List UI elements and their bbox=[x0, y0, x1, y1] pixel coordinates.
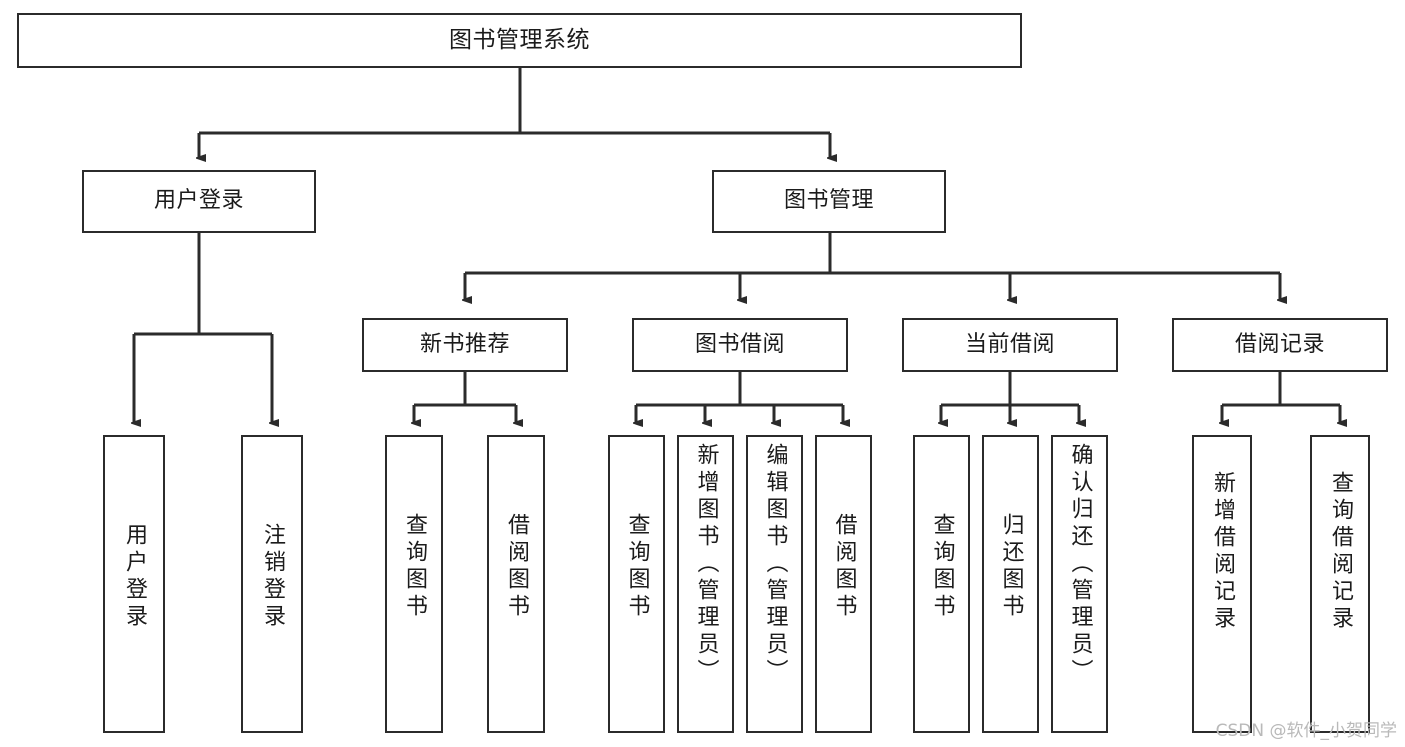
node-leaf-add-book[interactable]: 新增图书（管理员） bbox=[677, 435, 734, 733]
csdn-watermark: CSDN @软件_小贺同学 bbox=[1215, 721, 1397, 741]
node-leaf-logout-login[interactable]: 注销登录 bbox=[241, 435, 303, 733]
node-leaf-return-book[interactable]: 归还图书 bbox=[982, 435, 1039, 733]
node-root-label: 图书管理系统 bbox=[449, 26, 590, 53]
node-book-management-label: 图书管理 bbox=[783, 188, 874, 214]
node-leaf-add-borrow-record-label: 新增借阅记录 bbox=[1210, 471, 1235, 633]
node-leaf-query-book-1-label: 查询图书 bbox=[402, 513, 427, 621]
node-new-book-recommend-label: 新书推荐 bbox=[419, 331, 510, 357]
node-leaf-user-login[interactable]: 用户登录 bbox=[103, 435, 165, 733]
node-leaf-add-borrow-record[interactable]: 新增借阅记录 bbox=[1192, 435, 1252, 733]
node-leaf-borrow-book-1-label: 借阅图书 bbox=[504, 513, 529, 621]
node-borrow-record-label: 借阅记录 bbox=[1234, 331, 1325, 357]
node-leaf-borrow-book-2[interactable]: 借阅图书 bbox=[815, 435, 872, 733]
node-book-management[interactable]: 图书管理 bbox=[712, 170, 946, 233]
node-leaf-confirm-return[interactable]: 确认归还（管理员） bbox=[1051, 435, 1108, 733]
node-leaf-query-book-3[interactable]: 查询图书 bbox=[913, 435, 970, 733]
node-leaf-edit-book-label: 编辑图书（管理员） bbox=[762, 443, 788, 686]
node-leaf-query-book-1[interactable]: 查询图书 bbox=[385, 435, 443, 733]
node-user-login-label: 用户登录 bbox=[153, 188, 244, 214]
node-leaf-user-login-label: 用户登录 bbox=[122, 523, 147, 631]
node-user-login[interactable]: 用户登录 bbox=[82, 170, 316, 233]
node-leaf-add-book-label: 新增图书（管理员） bbox=[693, 443, 719, 686]
node-leaf-borrow-book-1[interactable]: 借阅图书 bbox=[487, 435, 545, 733]
node-leaf-return-book-label: 归还图书 bbox=[998, 513, 1024, 621]
node-leaf-query-book-2-label: 查询图书 bbox=[624, 513, 650, 621]
node-current-borrow[interactable]: 当前借阅 bbox=[902, 318, 1118, 372]
node-leaf-query-book-3-label: 查询图书 bbox=[929, 513, 955, 621]
node-leaf-query-borrow-record[interactable]: 查询借阅记录 bbox=[1310, 435, 1370, 733]
node-leaf-query-borrow-record-label: 查询借阅记录 bbox=[1328, 471, 1353, 633]
node-root[interactable]: 图书管理系统 bbox=[17, 13, 1022, 68]
node-leaf-borrow-book-2-label: 借阅图书 bbox=[831, 513, 857, 621]
node-book-borrow-label: 图书借阅 bbox=[694, 331, 785, 357]
node-new-book-recommend[interactable]: 新书推荐 bbox=[362, 318, 568, 372]
node-leaf-query-book-2[interactable]: 查询图书 bbox=[608, 435, 665, 733]
node-book-borrow[interactable]: 图书借阅 bbox=[632, 318, 848, 372]
node-borrow-record[interactable]: 借阅记录 bbox=[1172, 318, 1388, 372]
node-leaf-confirm-return-label: 确认归还（管理员） bbox=[1067, 443, 1093, 686]
node-current-borrow-label: 当前借阅 bbox=[964, 331, 1055, 357]
node-leaf-logout-login-label: 注销登录 bbox=[260, 523, 285, 631]
node-leaf-edit-book[interactable]: 编辑图书（管理员） bbox=[746, 435, 803, 733]
